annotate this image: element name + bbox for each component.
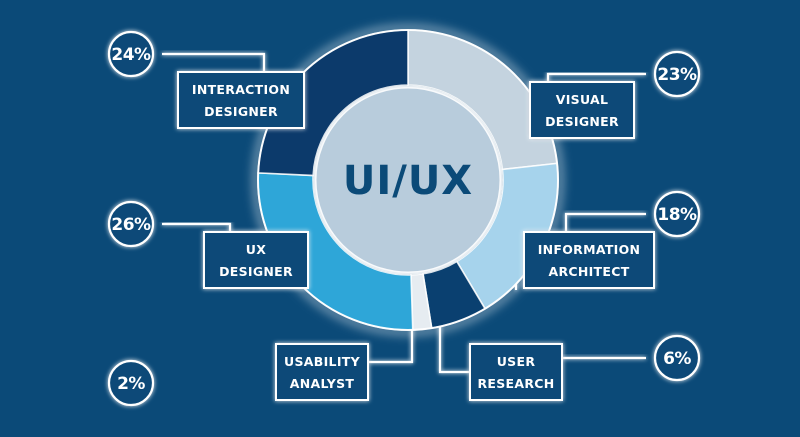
- slice-label: RESEARCH: [477, 376, 554, 391]
- slice-label: ARCHITECT: [548, 264, 629, 279]
- label-box: [469, 343, 563, 401]
- label-box: [177, 71, 305, 129]
- percent-label: 2%: [117, 374, 145, 394]
- leader-line: [438, 320, 470, 374]
- percent-bubble: [107, 30, 155, 78]
- slice-label: INFORMATION: [538, 242, 641, 257]
- slice-label: VISUAL: [556, 92, 609, 107]
- slice-label: ANALYST: [290, 376, 355, 391]
- slice-label: DESIGNER: [545, 114, 619, 129]
- percent-bubble: [107, 359, 155, 407]
- ring-glow: [253, 25, 563, 335]
- slice-label: USER: [497, 354, 536, 369]
- label-box: [529, 81, 635, 139]
- percent-bubble: [653, 190, 701, 238]
- leader-line: [564, 212, 646, 234]
- percent-bubble: [653, 50, 701, 98]
- center-label: UI/UX: [343, 158, 473, 204]
- slice-label: UX: [246, 242, 266, 257]
- donut-slices: [253, 25, 563, 335]
- slice-label: DESIGNER: [204, 104, 278, 119]
- center-disc: [315, 87, 501, 273]
- label-box: [523, 231, 655, 289]
- slice-label: USABILITY: [284, 354, 361, 369]
- percent-label: 6%: [663, 349, 691, 369]
- slice-labels: VISUAL DESIGNER 23% INFORMATION ARCHITECT 18%…: [107, 30, 701, 407]
- center-disc-rim: [313, 85, 503, 275]
- percent-bubble: [653, 334, 701, 382]
- percent-label: 26%: [111, 215, 151, 235]
- label-box: [203, 231, 309, 289]
- percent-label: 18%: [657, 205, 697, 225]
- center-hub: UI/UX: [313, 85, 503, 275]
- label-box: [275, 343, 369, 401]
- leader-line: [162, 222, 232, 234]
- leader-line: [162, 52, 266, 74]
- slice-label: DESIGNER: [219, 264, 293, 279]
- percent-label: 23%: [657, 65, 697, 85]
- slice-label: INTERACTION: [192, 82, 290, 97]
- percent-bubble: [107, 200, 155, 248]
- leader-line: [546, 72, 646, 84]
- leader-line: [368, 328, 414, 364]
- percent-label: 24%: [111, 45, 151, 65]
- ring-outline: [257, 29, 559, 331]
